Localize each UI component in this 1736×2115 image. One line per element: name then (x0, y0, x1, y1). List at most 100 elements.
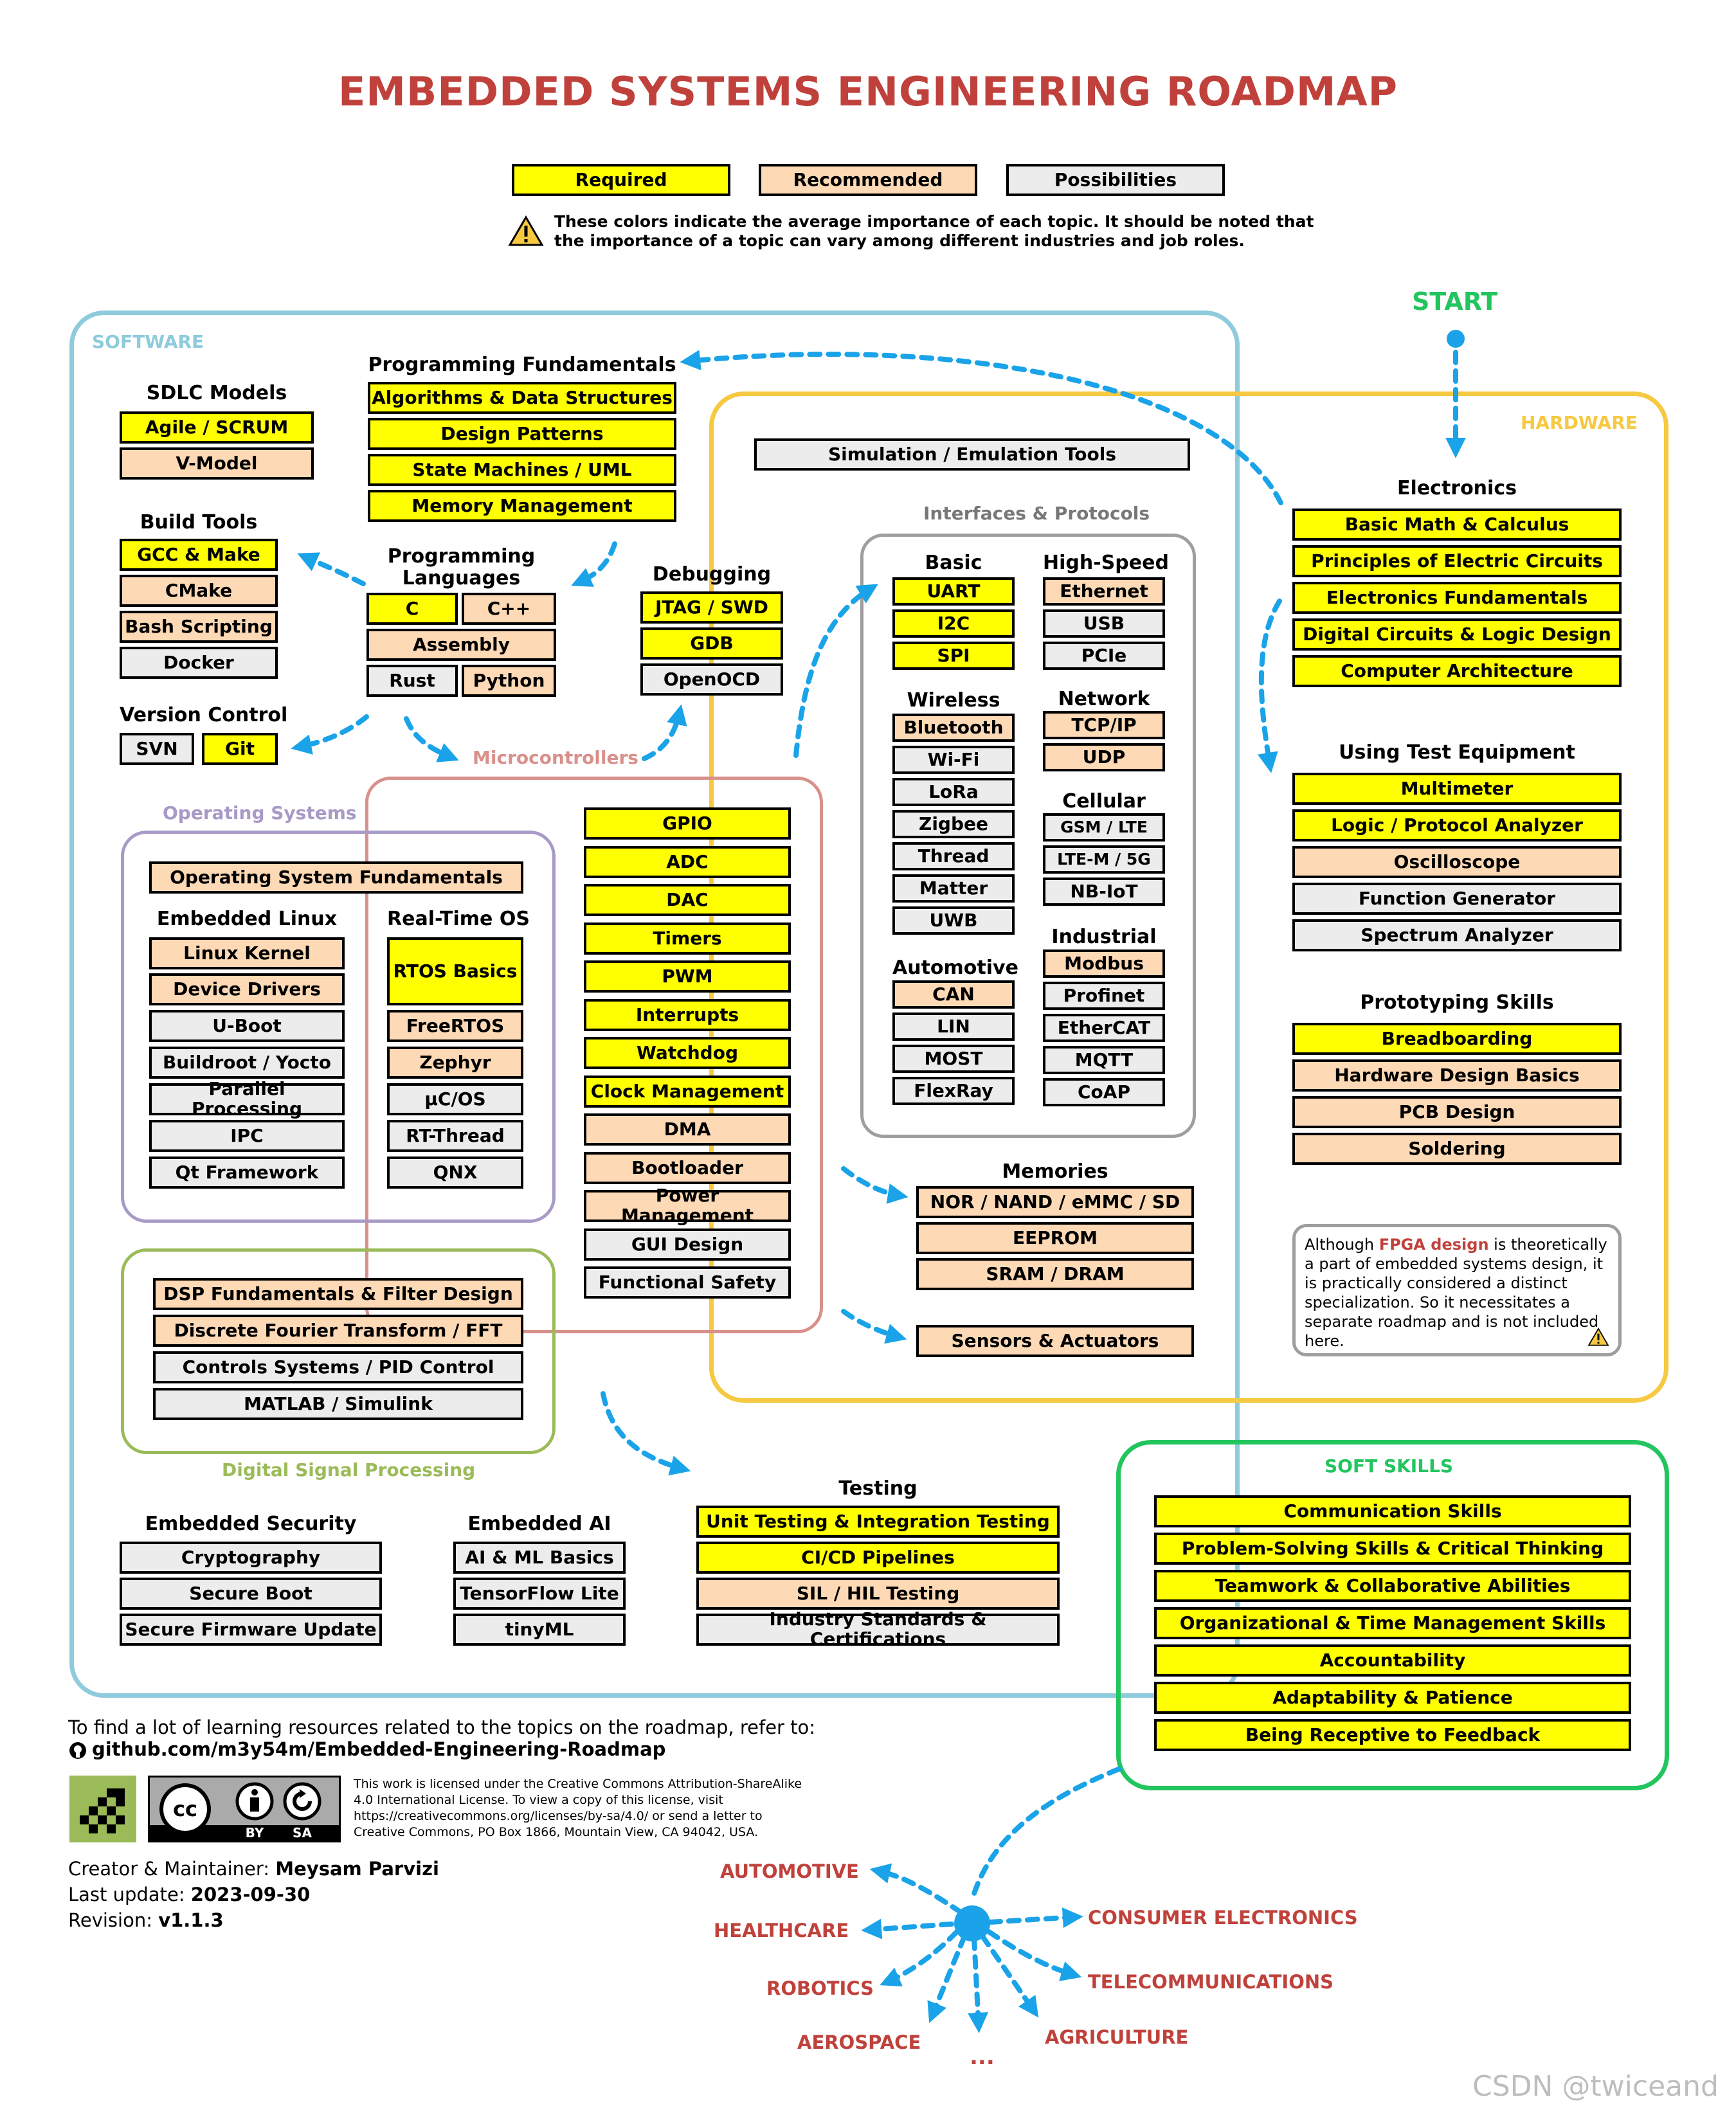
proto-udp: UDP (1043, 743, 1165, 771)
revision-line: Revision: v1.1.3 (68, 1909, 224, 1931)
fpga-note-pre: Although (1305, 1236, 1379, 1254)
proto-zigbee: Zigbee (892, 810, 1015, 838)
soft-skills-label: SOFT SKILLS (1325, 1455, 1454, 1477)
rtos-qnx: QNX (387, 1156, 523, 1189)
equip-multimeter: Multimeter (1292, 773, 1622, 805)
proto-nbiot: NB-IoT (1043, 878, 1165, 906)
mcu-adc: ADC (584, 846, 791, 878)
dsp-fundamentals: DSP Fundamentals & Filter Design (153, 1278, 523, 1310)
fpga-note-line-4: specialization. So it necessitates a (1305, 1293, 1570, 1311)
industry-consumer: CONSUMER ELECTRONICS (1088, 1907, 1358, 1929)
proto-pcie: PCIe (1043, 642, 1165, 670)
industry-agriculture: AGRICULTURE (1045, 2026, 1189, 2048)
mcu-pwm: PWM (584, 960, 791, 993)
dsp-region (121, 1248, 556, 1454)
rtos-title: Real-Time OS (387, 908, 530, 930)
security-title: Embedded Security (145, 1513, 357, 1535)
memory-sram: SRAM / DRAM (916, 1258, 1194, 1290)
electronics-title: Electronics (1397, 477, 1517, 500)
soft-organizational: Organizational & Time Management Skills (1154, 1607, 1631, 1639)
ai-title: Embedded AI (467, 1513, 611, 1535)
legend-required: Required (512, 164, 730, 196)
sensors-actuators: Sensors & Actuators (916, 1325, 1194, 1357)
proto-gsm: GSM / LTE (1043, 813, 1165, 842)
proto-modbus: Modbus (1043, 950, 1165, 978)
elec-digital: Digital Circuits & Logic Design (1292, 618, 1622, 651)
soft-feedback: Being Receptive to Feedback (1154, 1719, 1631, 1751)
proto-industrial-title: Industrial (1051, 926, 1157, 948)
build-bash: Bash Scripting (120, 611, 278, 643)
industry-healthcare: HEALTHCARE (714, 1920, 849, 1941)
equip-spectrum-analyzer: Spectrum Analyzer (1292, 919, 1622, 951)
proto-lora: LoRa (892, 778, 1015, 806)
proto-cellular-title: Cellular (1062, 790, 1146, 813)
industry-telecom: TELECOMMUNICATIONS (1088, 1971, 1334, 1993)
prog-lang-title-2: Languages (402, 567, 521, 590)
proto-wifi: Wi-Fi (892, 746, 1015, 774)
linux-parallel: Parallel Processing (149, 1079, 345, 1119)
memory-nor-nand: NOR / NAND / eMMC / SD (916, 1186, 1194, 1218)
debug-openocd: OpenOCD (640, 663, 783, 696)
soft-teamwork: Teamwork & Collaborative Abilities (1154, 1570, 1631, 1602)
warning-icon (1587, 1328, 1609, 1346)
equip-function-generator: Function Generator (1292, 883, 1622, 915)
legend-possibilities: Possibilities (1006, 164, 1225, 196)
os-fundamentals: Operating System Fundamentals (149, 861, 523, 894)
elec-circuits: Principles of Electric Circuits (1292, 545, 1622, 577)
dsp-fft: Discrete Fourier Transform / FFT (153, 1315, 523, 1347)
proto-tcpip: TCP/IP (1043, 711, 1165, 739)
start-dot (1447, 330, 1465, 348)
memories-title: Memories (1002, 1160, 1108, 1183)
lang-rust: Rust (366, 665, 458, 697)
fpga-note-highlight: FPGA design (1379, 1236, 1489, 1254)
linux-ipc: IPC (149, 1120, 345, 1152)
sa-icon (283, 1782, 321, 1821)
soft-communication: Communication Skills (1154, 1495, 1631, 1527)
license-line-2: 4.0 International License. To view a cop… (354, 1793, 723, 1807)
warning-icon (508, 215, 544, 246)
repo-link[interactable]: github.com/m3y54m/Embedded-Engineering-R… (92, 1738, 666, 1760)
proto-spi: SPI (892, 642, 1015, 670)
mcu-power: Power Management (584, 1185, 791, 1225)
proto-flexray: FlexRay (892, 1077, 1015, 1105)
test-cicd: CI/CD Pipelines (696, 1542, 1060, 1574)
version-control-title: Version Control (120, 704, 288, 726)
proto-hardware-design: Hardware Design Basics (1292, 1059, 1622, 1092)
arrow-hub-agriculture (980, 1934, 1039, 2018)
vc-git: Git (202, 733, 278, 765)
build-tools-title: Build Tools (140, 511, 258, 534)
proto-ethernet: Ethernet (1043, 577, 1165, 606)
arrow-hub-automotive (869, 1863, 964, 1915)
fpga-note-line-2: a part of embedded systems design, it (1305, 1255, 1604, 1273)
test-unit: Unit Testing & Integration Testing (696, 1506, 1060, 1538)
mcu-dac: DAC (584, 884, 791, 916)
mcu-gui: GUI Design (584, 1228, 791, 1261)
rtos-zephyr: Zephyr (387, 1047, 523, 1079)
legend-note-line-2: the importance of a topic can vary among… (554, 231, 1245, 250)
operating-systems-region (121, 831, 556, 1223)
legend-note-line-1: These colors indicate the average import… (554, 212, 1314, 231)
mcu-bootloader: Bootloader (584, 1152, 791, 1184)
microcontrollers-label: Microcontrollers (473, 747, 638, 768)
proto-coap: CoAP (1043, 1078, 1165, 1106)
sdlc-agile: Agile / SCRUM (120, 411, 314, 444)
proto-bluetooth: Bluetooth (892, 714, 1015, 742)
lang-assembly: Assembly (366, 629, 556, 661)
soft-adaptability: Adaptability & Patience (1154, 1682, 1631, 1714)
debugging-title: Debugging (652, 563, 772, 586)
software-label: SOFTWARE (92, 331, 204, 352)
operating-systems-label: Operating Systems (163, 802, 357, 824)
proto-i2c: I2C (892, 609, 1015, 638)
arrow-hub-more (968, 1936, 988, 2033)
soft-problem-solving: Problem-Solving Skills & Critical Thinki… (1154, 1533, 1631, 1565)
creator-name: Meysam Parvizi (275, 1858, 439, 1880)
proto-matter: Matter (892, 874, 1015, 903)
license-line-1: This work is licensed under the Creative… (354, 1777, 802, 1791)
test-standards: Industry Standards & Certifications (696, 1609, 1060, 1649)
prog-fund-design-patterns: Design Patterns (368, 418, 676, 450)
build-gcc-make: GCC & Make (120, 539, 278, 571)
mcu-safety: Functional Safety (584, 1266, 791, 1299)
cc-license-badge: cc BY SA (148, 1776, 341, 1842)
cc-icon: cc (159, 1783, 211, 1835)
arrow-hub-consumer (988, 1907, 1083, 1929)
